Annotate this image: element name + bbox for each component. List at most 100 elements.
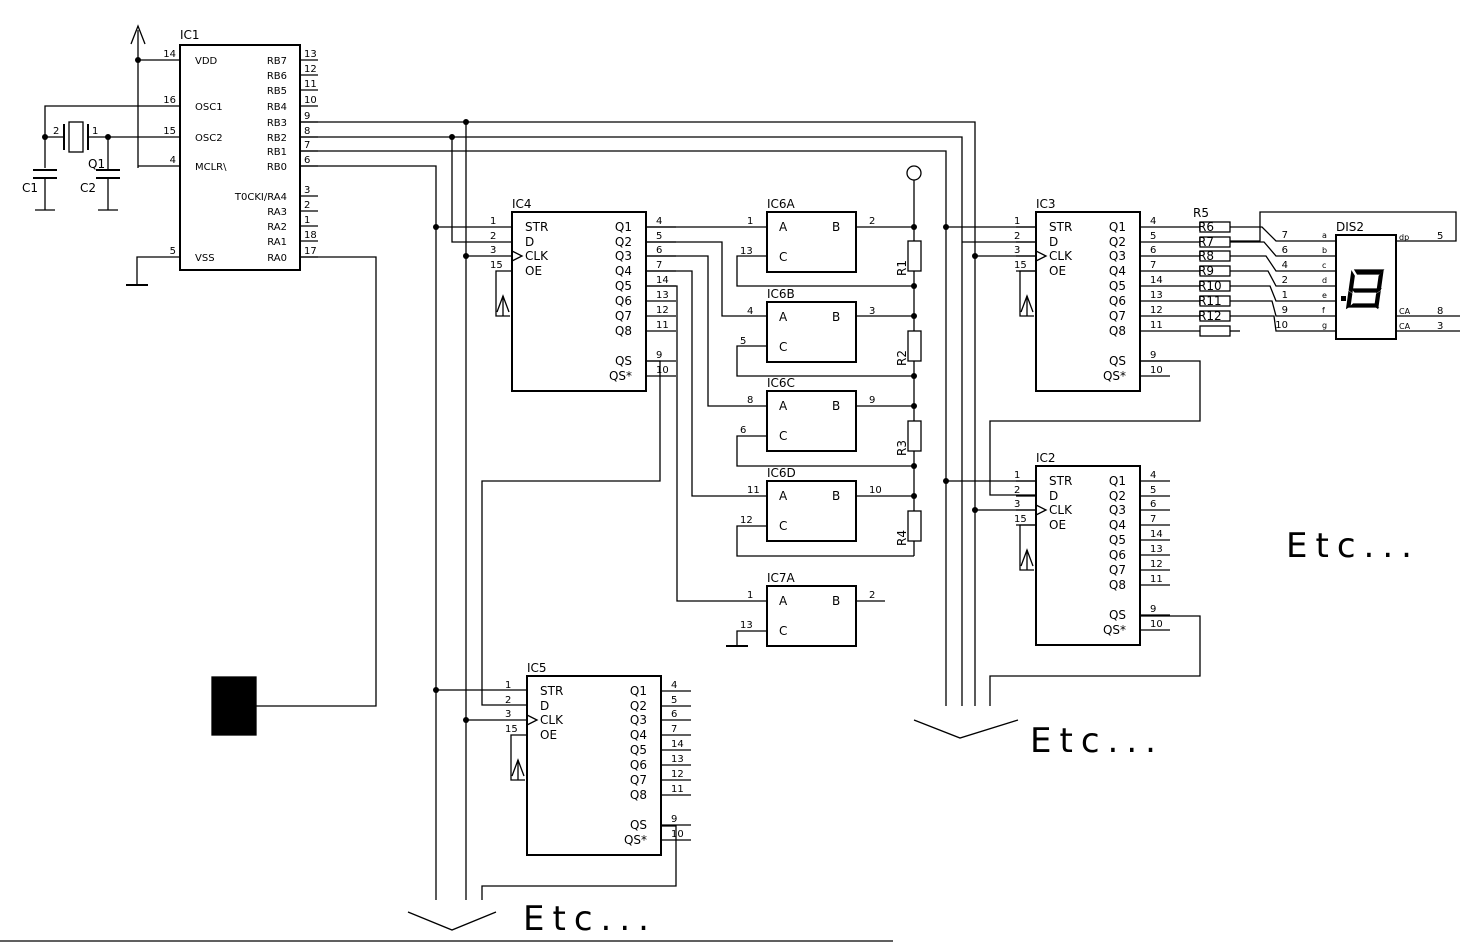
ic3-clock-marker <box>1035 250 1048 262</box>
ic1-right-pins: RB713RB612RB511RB410RB39RB28RB17RB06T0CK… <box>234 49 318 264</box>
ic1-pin-number: 17 <box>304 246 317 257</box>
gate-label: IC6A <box>767 197 796 211</box>
ic2-input-pin: 3 <box>1014 499 1020 510</box>
ic4-output-pin: 11 <box>656 320 669 331</box>
bank-resistor-label: R7 <box>1198 235 1214 249</box>
ic5-input-pin: 3 <box>505 709 511 720</box>
display-segment-label: b <box>1322 246 1327 255</box>
ic1-pin-number: 9 <box>304 111 310 122</box>
display-pin-number: 2 <box>1282 275 1288 286</box>
ic4-input-pin: 1 <box>490 216 496 227</box>
ic1-pin-label: RB3 <box>267 118 287 129</box>
display-pin-number: 6 <box>1282 245 1288 256</box>
ic2-input-pin: 15 <box>1014 514 1027 525</box>
ic2-label: IC2 <box>1036 451 1056 465</box>
ic3-input-pin: 1 <box>1014 216 1020 227</box>
ic4-output-label: Q4 <box>615 264 632 278</box>
gate-pin-b: 10 <box>869 485 882 496</box>
ic5-output-label: Q3 <box>630 713 647 727</box>
ic4-input-label: OE <box>525 264 542 278</box>
gate-input-c-label: C <box>779 624 787 638</box>
gate-input-c-label: C <box>779 340 787 354</box>
gate-pin-c: 13 <box>740 620 753 631</box>
ic1-pin-number: 18 <box>304 230 317 241</box>
display-dp-pin: 5 <box>1437 231 1443 242</box>
ic3-output-label: Q7 <box>1109 309 1126 323</box>
resistor-r3-label: R3 <box>895 440 909 456</box>
resistor-ladder: R1 R2 R3 R4 <box>726 165 922 647</box>
gate-body <box>766 480 857 542</box>
ic3-output-pin: 4 <box>1150 216 1156 227</box>
resistor-r3 <box>907 420 922 452</box>
gate-pin-c: 6 <box>740 425 746 436</box>
ic5-output-label: Q5 <box>630 743 647 757</box>
ic1-pin-number: 8 <box>304 126 310 137</box>
resistor-r1-label: R1 <box>895 260 909 276</box>
ic3-output-label: Q1 <box>1109 220 1126 234</box>
ic1-pin-label: RA1 <box>267 237 287 248</box>
display-digit <box>1345 269 1385 310</box>
ic1-pin-label: RA3 <box>267 207 287 218</box>
display-label: DIS2 <box>1336 220 1364 234</box>
bank-to-display-wire <box>1230 255 1336 272</box>
resistor-bank-label: R5 <box>1193 206 1209 220</box>
ic2-output-pin: 13 <box>1150 544 1163 555</box>
ic2-output-label: Q4 <box>1109 518 1126 532</box>
ic3-input-pin: 2 <box>1014 231 1020 242</box>
ic2-clock-marker <box>1035 504 1048 516</box>
gate-body <box>766 211 857 273</box>
ic3-input-pin: 15 <box>1014 260 1027 271</box>
bank-resistor-label: R8 <box>1198 249 1214 263</box>
ic3-output-label: QS* <box>1103 369 1126 383</box>
bank-resistor-label: R9 <box>1198 264 1214 278</box>
ic1-pin-number: 14 <box>163 49 176 60</box>
vdd-supply-arrow <box>130 24 180 168</box>
ic1-pin-number: 10 <box>304 95 317 106</box>
ic3-input-label: D <box>1049 235 1058 249</box>
gate-input-a-label: A <box>779 399 788 413</box>
ic4-output-label: Q3 <box>615 249 632 263</box>
capacitor-c2: C2 <box>80 137 120 211</box>
ic4-output-label: Q2 <box>615 235 632 249</box>
ic2-input-pin: 1 <box>1014 470 1020 481</box>
ic1-pin-number: 1 <box>304 215 310 226</box>
gate-input-a-label: A <box>779 310 788 324</box>
display-segment-label: d <box>1322 276 1327 285</box>
ic3-output-pin: 9 <box>1150 350 1156 361</box>
ic5-clock-marker <box>526 714 539 726</box>
ic1-pin-number: 12 <box>304 64 317 75</box>
display-segment-label: g <box>1322 321 1327 330</box>
display-pin-number: 10 <box>1275 320 1288 331</box>
ic2-output-pin: 11 <box>1150 574 1163 585</box>
resistor-r4-label: R4 <box>895 530 909 546</box>
ic5-output-pin: 14 <box>671 739 684 750</box>
ic5-output-label: Q8 <box>630 788 647 802</box>
resistor-r4 <box>907 510 922 542</box>
display-ca-label-1: CA <box>1399 307 1411 316</box>
ic2-output-pin: 6 <box>1150 499 1156 510</box>
gate-input-a-label: A <box>779 594 788 608</box>
gate-input-a-label: A <box>779 220 788 234</box>
continuation-markers: Etc... Etc... Etc... <box>407 526 1412 939</box>
ic4-to-gates-wiring <box>646 226 767 602</box>
ic4-output-pin: 12 <box>656 305 669 316</box>
ic2-output-label: Q3 <box>1109 503 1126 517</box>
ic5-output-pin: 6 <box>671 709 677 720</box>
gate-body <box>766 301 857 363</box>
display-segment-label: f <box>1322 306 1325 315</box>
ic3-output-label: Q5 <box>1109 279 1126 293</box>
ic5-output-pin: 12 <box>671 769 684 780</box>
ic4-output-label: Q8 <box>615 324 632 338</box>
ic3-output-label: Q6 <box>1109 294 1126 308</box>
ic4-input-pin: 3 <box>490 245 496 256</box>
ic4-input-label: CLK <box>525 249 549 263</box>
display-ca-label-2: CA <box>1399 322 1411 331</box>
ic1-pin-label: RA2 <box>267 222 287 233</box>
